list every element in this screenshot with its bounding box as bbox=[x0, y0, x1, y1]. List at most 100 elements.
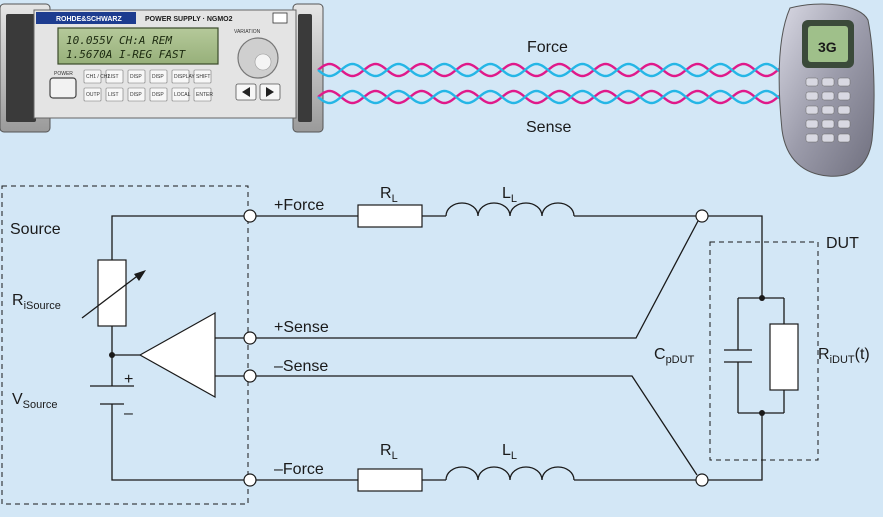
ll-top-inductor bbox=[445, 202, 575, 217]
twisted-cables bbox=[317, 62, 791, 105]
phone-key bbox=[821, 91, 835, 101]
ll-bottom-inductor bbox=[445, 466, 575, 481]
arrow-right-icon bbox=[266, 87, 274, 97]
v-source-sub: Source bbox=[23, 399, 58, 411]
phone-screen bbox=[808, 26, 848, 62]
key-label: DISP bbox=[130, 92, 142, 98]
circuit: Source RiSource + – VSource +Force +Sens… bbox=[1, 185, 870, 505]
rl-bottom-resistor bbox=[357, 468, 423, 492]
brand-strip bbox=[36, 12, 136, 24]
phone-key bbox=[805, 105, 819, 115]
key-label: LIST bbox=[108, 74, 119, 80]
v-source-main: V bbox=[12, 391, 23, 408]
phone-key bbox=[805, 77, 819, 87]
mobile-phone: 3G bbox=[778, 3, 875, 177]
key-button[interactable] bbox=[127, 69, 146, 84]
amplifier-triangle bbox=[138, 311, 216, 399]
key-button-labels: CH1 / CH2 LIST DISP DISP DISPLAY SHIFT O… bbox=[86, 74, 213, 98]
r-idut-main: R bbox=[818, 346, 830, 363]
power-label: POWER bbox=[54, 71, 73, 77]
lcd-display bbox=[57, 27, 219, 65]
sense-cable-pink bbox=[317, 89, 791, 105]
ll-bottom-sub: L bbox=[511, 450, 517, 462]
rl-bottom-sub: L bbox=[392, 450, 398, 462]
battery-plus: + bbox=[124, 371, 133, 388]
minus-force-label: –Force bbox=[274, 461, 324, 478]
key-button[interactable] bbox=[193, 87, 212, 102]
terminal-plus-sense bbox=[243, 331, 257, 345]
r-idut-label: RiDUT(t) bbox=[818, 346, 870, 366]
dut-top-node bbox=[759, 295, 765, 301]
rl-top-label: RL bbox=[380, 185, 398, 205]
battery-minus: – bbox=[124, 405, 133, 422]
power-button[interactable] bbox=[49, 77, 77, 99]
rl-top-resistor bbox=[357, 204, 423, 228]
ll-bottom-main: L bbox=[502, 442, 511, 459]
phone-key bbox=[837, 77, 851, 87]
device-brand: ROHDE&SCHWARZ bbox=[56, 16, 122, 23]
phone-key bbox=[805, 91, 819, 101]
rl-bottom-main: R bbox=[380, 442, 392, 459]
terminal-minus-force bbox=[243, 473, 257, 487]
wire-plus-sense bbox=[256, 220, 699, 339]
phone-screen-text: 3G bbox=[818, 39, 837, 55]
phone-key bbox=[837, 105, 851, 115]
r-isource-label: RiSource bbox=[12, 292, 61, 312]
key-label: SHIFT bbox=[196, 74, 210, 80]
phone-keypad bbox=[805, 77, 851, 143]
force-cable-cyan bbox=[317, 62, 791, 78]
key-button[interactable] bbox=[83, 69, 102, 84]
device-model: POWER SUPPLY · NGMO2 bbox=[145, 16, 233, 23]
key-button[interactable] bbox=[149, 87, 168, 102]
source-label: Source bbox=[10, 221, 61, 238]
junction-node bbox=[109, 352, 115, 358]
key-button[interactable] bbox=[127, 87, 146, 102]
key-button[interactable] bbox=[171, 87, 190, 102]
plus-sense-label: +Sense bbox=[274, 319, 329, 336]
phone-key bbox=[821, 77, 835, 87]
key-label: DISP bbox=[130, 74, 142, 80]
ll-bottom-label: LL bbox=[502, 442, 517, 462]
dut-label: DUT bbox=[826, 235, 859, 252]
key-button[interactable] bbox=[193, 69, 212, 84]
sense-cable-label: Sense bbox=[526, 119, 571, 136]
key-buttons bbox=[83, 69, 212, 102]
phone-key bbox=[805, 119, 819, 129]
ll-top-label: LL bbox=[502, 185, 517, 205]
c-pdut-label: CpDUT bbox=[654, 346, 695, 366]
lcd-line-1: 10.055V CH:A REM bbox=[66, 34, 172, 47]
key-label: LOCAL bbox=[174, 92, 191, 98]
wire-dut-top bbox=[708, 215, 763, 298]
key-button[interactable] bbox=[171, 69, 190, 84]
terminal-minus-sense bbox=[243, 369, 257, 383]
rl-bottom-label: RL bbox=[380, 442, 398, 462]
lcd-line-2: 1.5670A I-REG FAST bbox=[66, 48, 187, 61]
r-idut-suffix: (t) bbox=[855, 346, 870, 363]
r-idut-sub: iDUT bbox=[830, 354, 855, 366]
key-label: LIST bbox=[108, 92, 119, 98]
rl-top-sub: L bbox=[392, 193, 398, 205]
key-button[interactable] bbox=[83, 87, 102, 102]
phone-key bbox=[837, 133, 851, 143]
phone-key bbox=[837, 91, 851, 101]
key-button[interactable] bbox=[105, 69, 124, 84]
key-button[interactable] bbox=[149, 69, 168, 84]
r-idut-resistor bbox=[769, 323, 799, 391]
key-label: DISPLAY bbox=[174, 74, 195, 80]
wire-minus-sense bbox=[256, 375, 698, 476]
r-isource-resistor bbox=[97, 259, 127, 327]
key-button[interactable] bbox=[105, 87, 124, 102]
rl-top-main: R bbox=[380, 185, 392, 202]
terminal-plus-force bbox=[243, 209, 257, 223]
source-dashed-box bbox=[1, 185, 249, 505]
variable-arrow-icon bbox=[134, 270, 146, 281]
wire-source-bottom bbox=[111, 412, 250, 481]
rack-handle-left-bar bbox=[6, 14, 36, 122]
wire-dut-bottom bbox=[708, 413, 763, 481]
knob-highlight bbox=[254, 53, 272, 71]
c-pdut-sub: pDUT bbox=[666, 354, 695, 366]
device-badge bbox=[272, 12, 288, 24]
force-cable-pink bbox=[317, 62, 791, 78]
